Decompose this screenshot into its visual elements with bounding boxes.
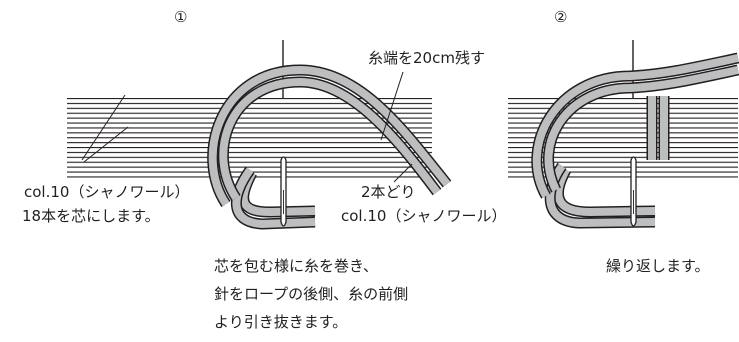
- core-label-line2: 18本を芯にします。: [22, 207, 160, 225]
- yarn-front-2: [531, 52, 739, 199]
- repeat-label: 繰り返します。: [606, 257, 710, 275]
- yarn-front-1: [207, 64, 452, 208]
- instruction-line-3: より引き抜きます。: [214, 313, 348, 331]
- yarn-back-1: [231, 166, 316, 230]
- yarn-previous-wrap-2: [646, 96, 670, 160]
- instruction-line-1: 芯を包む様に糸を巻き、: [214, 257, 378, 275]
- tail-label: 糸端を20cm残す: [368, 49, 485, 67]
- step-2-number: ②: [554, 8, 568, 26]
- core-label-line1: col.10（シャノワール）: [24, 183, 190, 201]
- yarn-label-line1: 2本どり: [361, 183, 416, 201]
- leader-lines-1: [81, 71, 413, 183]
- instruction-line-2: 針をロープの後側、糸の前側: [214, 285, 409, 303]
- step-1-number: ①: [174, 8, 188, 26]
- yarn-back-2: [544, 162, 656, 229]
- yarn-label-line2: col.10（シャノワール）: [341, 207, 507, 225]
